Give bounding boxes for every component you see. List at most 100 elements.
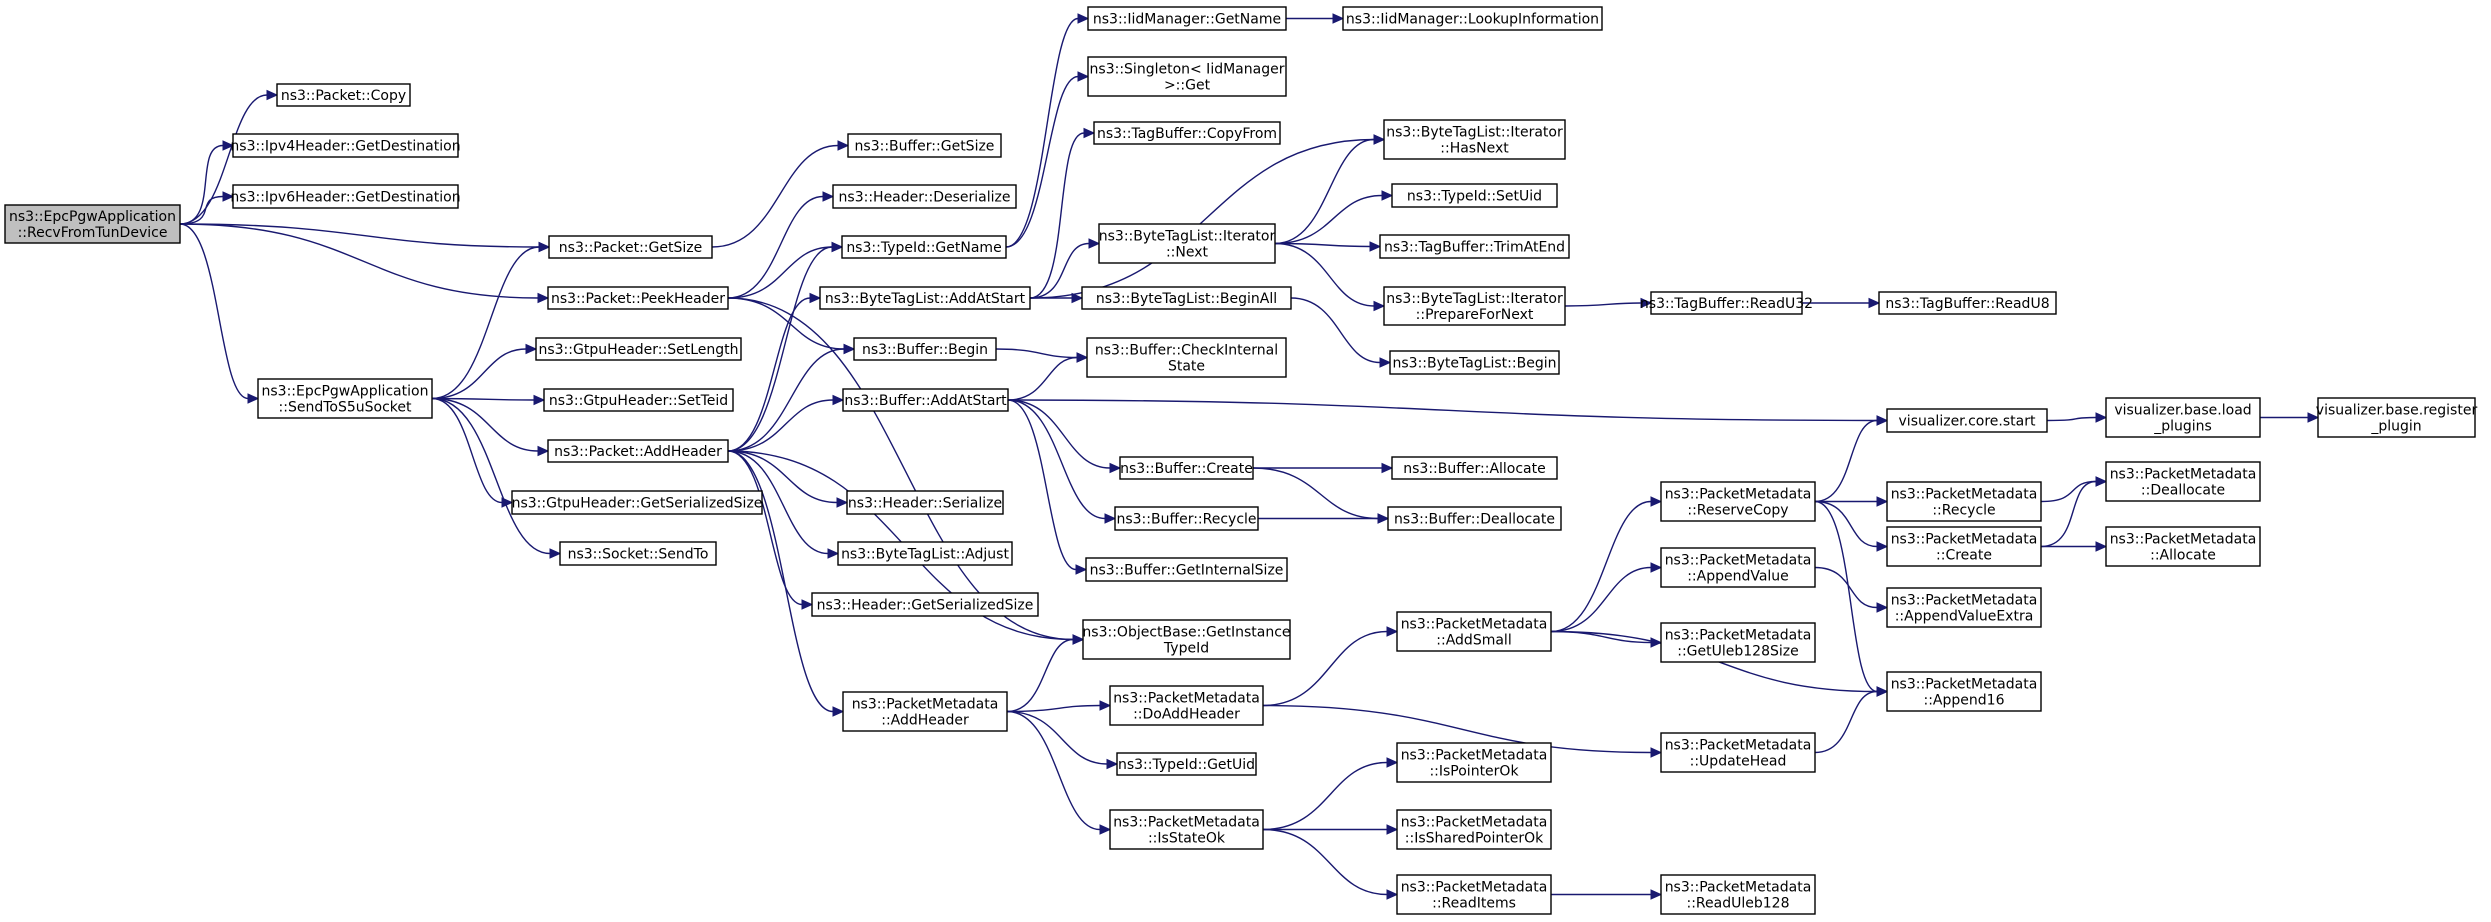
node-btlbeginall[interactable]: ns3::ByteTagList::BeginAll bbox=[1081, 286, 1292, 310]
node-copy[interactable]: ns3::Packet::Copy bbox=[276, 83, 411, 107]
node-box bbox=[1379, 234, 1570, 259]
node-pmreadul[interactable]: ns3::PacketMetadata::ReadUleb128 bbox=[1660, 874, 1816, 915]
node-box bbox=[1383, 119, 1566, 160]
arrowhead bbox=[1076, 352, 1089, 363]
node-btlhasnext[interactable]: ns3::ByteTagList::Iterator::HasNext bbox=[1383, 119, 1566, 160]
node-iidname[interactable]: ns3::IidManager::GetName bbox=[1087, 6, 1287, 31]
edge-btlbeginall-btlbegin bbox=[1290, 297, 1381, 364]
node-label: ns3::Header::GetSerializedSize bbox=[817, 598, 1034, 614]
node-label: ns3::PacketMetadata bbox=[1401, 880, 1548, 896]
node-bufcreate[interactable]: ns3::Buffer::Create bbox=[1119, 456, 1254, 480]
node-bufrecycle[interactable]: ns3::Buffer::Recycle bbox=[1114, 506, 1259, 531]
node-visload[interactable]: visualizer.base.load_plugins bbox=[2105, 397, 2261, 438]
node-viscore[interactable]: visualizer.core.start bbox=[1886, 408, 2048, 433]
node-pmreaditems[interactable]: ns3::PacketMetadata::ReadItems bbox=[1396, 874, 1552, 915]
node-btlnext[interactable]: ns3::ByteTagList::Iterator::Next bbox=[1098, 223, 1276, 264]
arrowhead bbox=[1876, 602, 1889, 613]
node-tbreadu8[interactable]: ns3::TagBuffer::ReadU8 bbox=[1878, 291, 2057, 315]
node-bufdealloc[interactable]: ns3::Buffer::Deallocate bbox=[1387, 506, 1562, 531]
node-visreg[interactable]: visualizer.base.register_plugin bbox=[2316, 397, 2478, 438]
node-tbtrim[interactable]: ns3::TagBuffer::TrimAtEnd bbox=[1379, 234, 1570, 259]
node-bufsize[interactable]: ns3::Buffer::GetSize bbox=[847, 133, 1002, 158]
node-hdrsz[interactable]: ns3::Header::GetSerializedSize bbox=[811, 592, 1039, 617]
node-setteid[interactable]: ns3::GtpuHeader::SetTeid bbox=[543, 388, 734, 412]
node-pmisptr[interactable]: ns3::PacketMetadata::IsPointerOk bbox=[1396, 742, 1552, 783]
node-tidname[interactable]: ns3::TypeId::GetName bbox=[841, 235, 1007, 259]
node-tiduid[interactable]: ns3::TypeId::GetUid bbox=[1116, 752, 1257, 776]
node-gtpuser[interactable]: ns3::GtpuHeader::GetSerializedSize bbox=[511, 490, 763, 515]
node-box bbox=[1660, 622, 1816, 663]
node-sockto[interactable]: ns3::Socket::SendTo bbox=[559, 541, 717, 566]
edge-recv-peek bbox=[179, 223, 539, 299]
edge-pmreserve-pmapp16 bbox=[1814, 500, 1878, 693]
node-btlprep[interactable]: ns3::ByteTagList::Iterator::PrepareForNe… bbox=[1383, 286, 1566, 326]
node-label: ns3::PacketMetadata bbox=[1401, 617, 1548, 633]
node-pmapp16[interactable]: ns3::PacketMetadata::Append16 bbox=[1886, 671, 2042, 712]
node-setlen[interactable]: ns3::GtpuHeader::SetLength bbox=[535, 337, 742, 361]
node-btladd[interactable]: ns3::ByteTagList::AddAtStart bbox=[819, 286, 1031, 310]
node-box bbox=[1119, 456, 1254, 480]
arrowhead bbox=[533, 394, 546, 406]
edge-btladd-btlhasnext bbox=[1029, 138, 1375, 299]
arrowhead bbox=[549, 548, 562, 559]
node-label: ns3::GtpuHeader::SetLength bbox=[538, 342, 738, 358]
node-recv[interactable]: ns3::EpcPgwApplication::RecvFromTunDevic… bbox=[4, 204, 181, 244]
node-pktsize[interactable]: ns3::Packet::GetSize bbox=[548, 235, 713, 259]
node-pmaddsmall[interactable]: ns3::PacketMetadata::AddSmall bbox=[1396, 611, 1552, 652]
node-tbreadu32[interactable]: ns3::TagBuffer::ReadU32 bbox=[1640, 291, 1813, 315]
node-box bbox=[2105, 526, 2261, 567]
node-hdrdes[interactable]: ns3::Header::Deserialize bbox=[832, 184, 1017, 209]
node-box bbox=[1085, 557, 1288, 582]
node-bufintsz[interactable]: ns3::Buffer::GetInternalSize bbox=[1085, 557, 1288, 582]
node-btladj[interactable]: ns3::ByteTagList::Adjust bbox=[837, 541, 1013, 566]
node-pmupdate[interactable]: ns3::PacketMetadata::UpdateHead bbox=[1660, 732, 1816, 773]
node-tbcopy[interactable]: ns3::TagBuffer::CopyFrom bbox=[1093, 121, 1281, 145]
node-pmaddh[interactable]: ns3::PacketMetadata::AddHeader bbox=[842, 691, 1008, 732]
node-singget[interactable]: ns3::Singleton< IidManager >::Get bbox=[1087, 56, 1287, 97]
edge-addhdr-tidname bbox=[727, 246, 833, 452]
arrowhead bbox=[266, 89, 279, 101]
node-pmcreate[interactable]: ns3::PacketMetadata::Create bbox=[1886, 526, 2042, 567]
node-bufbegin[interactable]: ns3::Buffer::Begin bbox=[853, 337, 997, 361]
arrowhead bbox=[801, 599, 814, 610]
node-peek[interactable]: ns3::Packet::PeekHeader bbox=[547, 286, 729, 310]
node-pmappextra[interactable]: ns3::PacketMetadata::AppendValueExtra bbox=[1886, 587, 2042, 628]
node-box bbox=[1109, 685, 1264, 726]
node-label: ::DoAddHeader bbox=[1133, 707, 1240, 723]
arrowhead bbox=[1650, 496, 1663, 507]
node-pmdoadd[interactable]: ns3::PacketMetadata::DoAddHeader bbox=[1109, 685, 1264, 726]
node-label: ns3::PacketMetadata bbox=[1665, 553, 1812, 569]
node-label: ns3::Header::Deserialize bbox=[839, 190, 1011, 206]
node-bufalloc[interactable]: ns3::Buffer::Allocate bbox=[1391, 456, 1558, 480]
node-label: ns3::PacketMetadata bbox=[1665, 738, 1812, 754]
node-pmdealloc[interactable]: ns3::PacketMetadata::Deallocate bbox=[2105, 461, 2261, 502]
node-label: ns3::PacketMetadata bbox=[1665, 487, 1812, 503]
node-pmisshared[interactable]: ns3::PacketMetadata::IsSharedPointerOk bbox=[1396, 809, 1552, 850]
node-iidlookup[interactable]: ns3::IidManager::LookupInformation bbox=[1342, 6, 1603, 31]
node-pmappval[interactable]: ns3::PacketMetadata::AppendValue bbox=[1660, 547, 1816, 588]
node-pmuleb[interactable]: ns3::PacketMetadata::GetUleb128Size bbox=[1660, 622, 1816, 663]
node-ipv6dest[interactable]: ns3::Ipv6Header::GetDestination bbox=[230, 184, 461, 209]
arrowhead bbox=[1088, 238, 1101, 249]
node-addhdr[interactable]: ns3::Packet::AddHeader bbox=[547, 439, 729, 463]
node-box bbox=[847, 133, 1002, 158]
node-pmalloc[interactable]: ns3::PacketMetadata::Allocate bbox=[2105, 526, 2261, 567]
node-sendto5u[interactable]: ns3::EpcPgwApplication::SendToS5uSocket bbox=[257, 378, 433, 419]
edge-pmreserve-pmcreate bbox=[1814, 500, 1878, 548]
node-box bbox=[853, 337, 997, 361]
arrowhead bbox=[822, 191, 835, 202]
node-btlbegin[interactable]: ns3::ByteTagList::Begin bbox=[1389, 350, 1560, 375]
edge-bufadd-bufcreate bbox=[1007, 399, 1111, 469]
node-tidsetuid[interactable]: ns3::TypeId::SetUid bbox=[1391, 183, 1558, 208]
node-pmrecycle[interactable]: ns3::PacketMetadata::Recycle bbox=[1886, 481, 2042, 522]
node-pmreserve[interactable]: ns3::PacketMetadata::ReserveCopy bbox=[1660, 481, 1816, 522]
edge-pmaddsmall-pmappval bbox=[1550, 566, 1652, 633]
node-label: ns3::EpcPgwApplication bbox=[9, 209, 176, 225]
node-bufadd[interactable]: ns3::Buffer::AddAtStart bbox=[842, 388, 1009, 412]
node-pmstate[interactable]: ns3::PacketMetadata::IsStateOk bbox=[1109, 809, 1264, 850]
node-box bbox=[846, 490, 1004, 515]
node-ipv4dest[interactable]: ns3::Ipv4Header::GetDestination bbox=[230, 133, 461, 158]
node-hdrser[interactable]: ns3::Header::Serialize bbox=[846, 490, 1004, 515]
